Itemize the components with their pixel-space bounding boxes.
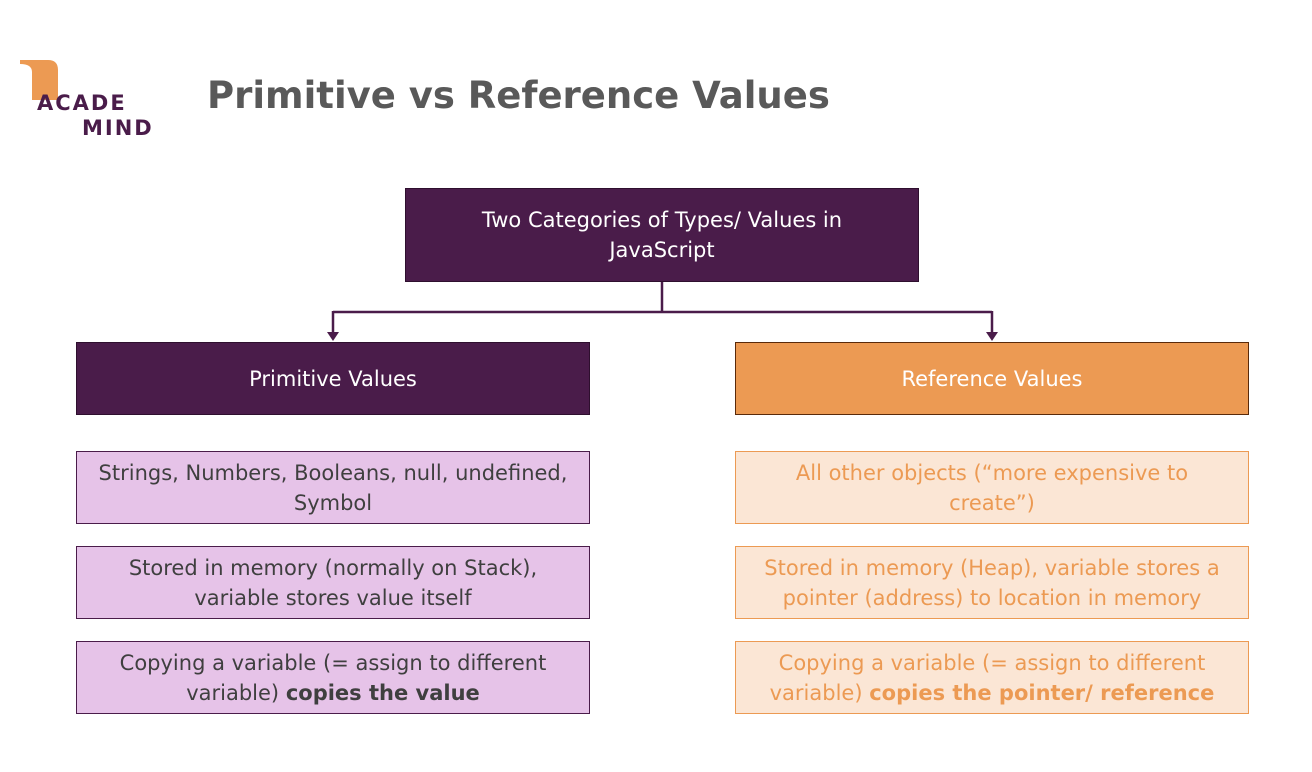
reference-item-text: All other objects (“more expensive to cr… (795, 460, 1189, 515)
primitive-values-box: Primitive Values (76, 342, 590, 415)
root-category-label: Two Categories of Types/ Values in JavaS… (481, 208, 843, 262)
reference-item-text: Copying a variable (= assign to differen… (769, 650, 1215, 705)
primitive-item-storage: Stored in memory (normally on Stack), va… (76, 546, 590, 619)
right-arrowhead (986, 332, 998, 341)
primitive-item-types: Strings, Numbers, Booleans, null, undefi… (76, 451, 590, 524)
logo-bookmark-icon (20, 60, 58, 100)
primitive-item-copying: Copying a variable (= assign to differen… (76, 641, 590, 714)
primitive-values-label: Primitive Values (249, 366, 417, 391)
reference-item-copying: Copying a variable (= assign to differen… (735, 641, 1249, 714)
primitive-item-text: Copying a variable (= assign to differen… (119, 650, 547, 705)
page-title: Primitive vs Reference Values (207, 74, 830, 117)
reference-item-storage: Stored in memory (Heap), variable stores… (735, 546, 1249, 619)
logo-text-line2: MIND (82, 116, 154, 140)
logo-text-line1: ACADE (37, 91, 127, 115)
reference-copy-emphasis: copies the pointer/ reference (869, 680, 1215, 705)
academind-logo: ACADE MIND (20, 60, 160, 140)
reference-item-text: Stored in memory (Heap), variable stores… (764, 555, 1220, 610)
primitive-item-text: Strings, Numbers, Booleans, null, undefi… (98, 460, 568, 515)
reference-values-box: Reference Values (735, 342, 1249, 415)
reference-values-label: Reference Values (901, 366, 1083, 391)
left-arrowhead (327, 332, 339, 341)
reference-item-types: All other objects (“more expensive to cr… (735, 451, 1249, 524)
root-category-box: Two Categories of Types/ Values in JavaS… (405, 188, 919, 282)
primitive-item-text: Stored in memory (normally on Stack), va… (128, 555, 538, 610)
primitive-copy-emphasis: copies the value (285, 680, 480, 705)
